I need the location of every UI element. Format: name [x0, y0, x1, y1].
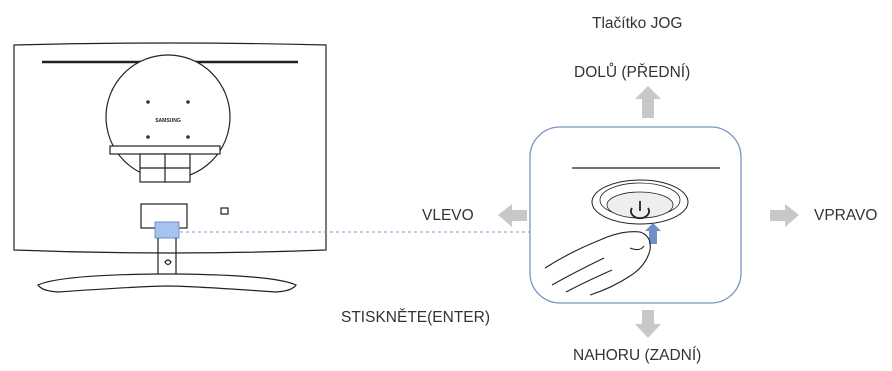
- finger-illustration: [544, 231, 651, 296]
- label-press: STISKNĚTE(ENTER): [341, 309, 490, 326]
- label-right: VPRAVO: [814, 207, 878, 224]
- jog-button-title: Tlačítko JOG: [592, 15, 683, 32]
- label-left: VLEVO: [422, 207, 474, 224]
- arrow-left-icon: [498, 204, 527, 227]
- jog-closeup: [529, 126, 742, 304]
- power-icon: [630, 201, 650, 220]
- arrow-down-icon: [635, 310, 661, 338]
- brand-logo: SAMSUNG: [155, 118, 181, 124]
- label-up: DOLŮ (PŘEDNÍ): [574, 64, 691, 81]
- monitor-back: [13, 42, 327, 293]
- arrow-up-icon: [635, 86, 661, 118]
- jog-button-highlight: [154, 221, 180, 239]
- arrow-right-icon: [770, 204, 799, 227]
- label-down: NAHORU (ZADNÍ): [573, 347, 702, 364]
